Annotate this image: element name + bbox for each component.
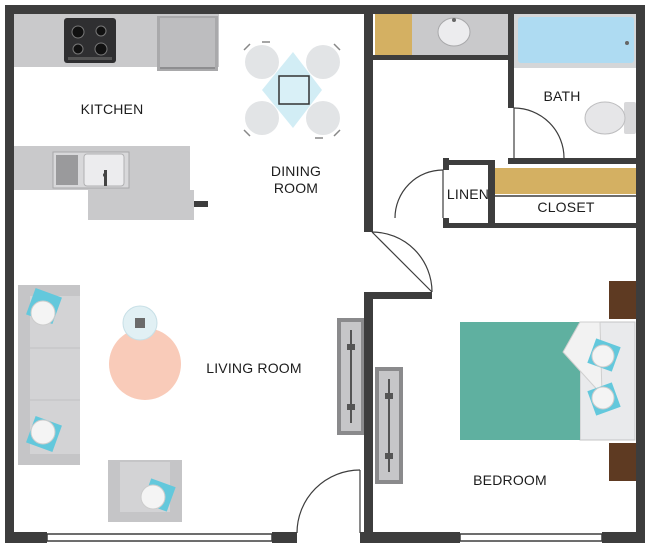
closet-label: CLOSET [537,199,595,215]
kitchen-sink-icon [52,151,130,189]
floor-lamp-icon [122,305,158,341]
door-swing-bedroom [371,231,433,293]
wardrobe-left-icon [337,318,365,435]
walls [5,5,645,543]
window-bottom-left [46,533,273,542]
linen-label: LINEN [446,186,490,202]
armchair-icon [108,460,182,522]
dining-table-set-icon [243,41,341,139]
living-room-label: LIVING ROOM [206,360,302,376]
closet-shelf-icon [495,168,636,197]
nightstand-bottom-icon [609,443,637,481]
bathtub-icon [514,14,638,68]
sofa-pillow-top-icon [26,288,62,326]
bedroom-label: BEDROOM [473,472,547,488]
dining-room-label: DINING ROOM [270,163,322,196]
wardrobe-right-icon [375,367,403,484]
round-rug-icon [109,328,181,400]
toilet-icon [584,101,636,135]
nightstand-top-icon [609,281,637,319]
bath-label: BATH [543,88,581,104]
bed-icon [460,321,636,441]
door-swing-linen [394,169,444,219]
sofa-pillow-bottom-icon [26,416,62,452]
window-bottom-right [459,533,603,542]
kitchen-label: KITCHEN [80,101,144,117]
bath-cabinet-icon [375,14,412,60]
bathroom-vanity-sink-icon [412,14,512,55]
stove-icon [64,18,116,63]
door-swing-bath [513,107,565,159]
refrigerator-icon [157,16,218,71]
door-swing-entry [296,469,361,534]
